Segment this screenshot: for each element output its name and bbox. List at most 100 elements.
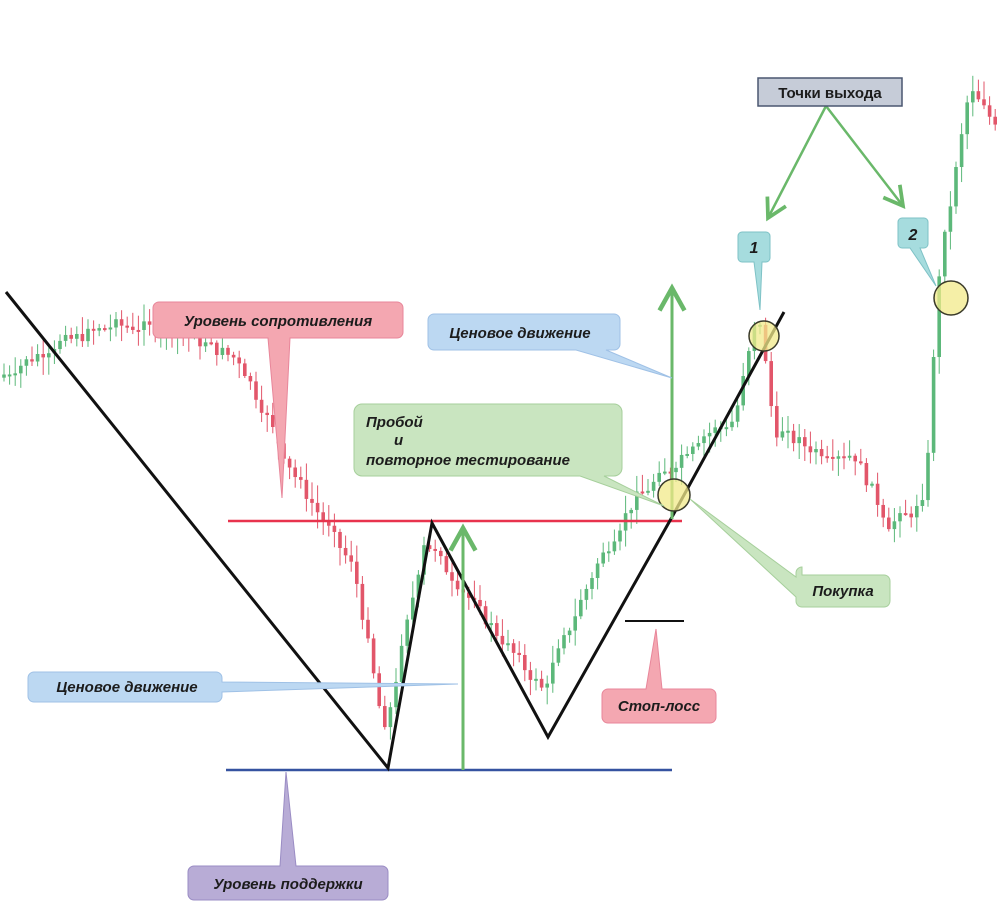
candle-body-71: [399, 645, 404, 682]
candle-body-150: [842, 456, 846, 459]
candle-body-14: [80, 333, 85, 342]
candle-body-165: [926, 452, 930, 501]
candle-body-100: [562, 635, 566, 649]
candle-body-80: [450, 572, 454, 581]
candle-body-163: [915, 505, 919, 518]
candle-body-59: [332, 525, 337, 532]
candle-body-113: [635, 491, 639, 510]
candle-body-123: [691, 446, 695, 454]
candle-body-81: [455, 580, 460, 590]
breakout-retest-callout: Пробой и повторное тестирование: [353, 403, 665, 507]
candle-body-35: [198, 334, 202, 347]
candle-body-62: [349, 555, 353, 562]
candle-body-11: [63, 334, 68, 341]
candle-body-130: [730, 421, 734, 428]
candle-body-79: [444, 556, 449, 573]
candle-body-48: [271, 415, 275, 428]
candle-body-92: [517, 652, 521, 655]
candle-body-57: [321, 512, 325, 522]
candle-body-86: [483, 606, 488, 625]
breakout-line-1: Пробой: [366, 414, 423, 431]
candle-body-106: [595, 563, 600, 579]
candle-body-115: [646, 490, 650, 493]
candle-body-3: [19, 365, 23, 374]
candle-body-120: [674, 467, 678, 473]
candle-body-96: [539, 678, 544, 688]
candle-body-125: [702, 436, 706, 444]
candle-body-53: [299, 477, 303, 480]
candle-body-133: [747, 351, 751, 377]
candle-body-161: [903, 513, 908, 516]
candle-body-95: [534, 678, 538, 681]
candle-body-177: [993, 116, 997, 125]
candle-body-47: [265, 412, 269, 416]
candle-body-43: [243, 363, 247, 377]
candle-body-110: [618, 530, 622, 542]
candle-body-55: [310, 498, 314, 503]
candle-body-162: [909, 513, 913, 518]
candle-body-156: [875, 483, 880, 505]
candle-body-170: [954, 167, 958, 207]
candle-body-23: [131, 326, 135, 330]
candle-body-8: [47, 353, 51, 358]
candle-body-72: [405, 619, 409, 646]
candle-body-139: [780, 431, 785, 438]
candle-body-121: [679, 454, 684, 468]
candle-body-126: [707, 432, 712, 437]
candle-body-73: [411, 597, 415, 620]
support-text: Уровень поддержки: [213, 876, 362, 893]
candle-body-146: [819, 449, 824, 457]
candle-body-90: [506, 643, 510, 646]
candle-body-99: [556, 648, 561, 663]
candle-body-65: [366, 619, 370, 639]
candle-body-60: [338, 531, 342, 548]
candle-body-174: [976, 91, 981, 100]
candle-body-68: [383, 706, 387, 728]
candle-body-142: [797, 437, 801, 444]
candle-body-66: [371, 638, 376, 674]
candle-body-147: [825, 456, 829, 459]
candle-body-116: [651, 481, 656, 491]
exit-points-text: Точки выхода: [778, 85, 882, 102]
exit-points-callout: Точки выхода: [757, 77, 903, 107]
candle-body-175: [982, 99, 986, 106]
candle-body-45: [254, 381, 258, 400]
candle-body-176: [987, 105, 992, 117]
candle-body-157: [881, 504, 885, 518]
candle-body-154: [864, 463, 869, 486]
candle-body-98: [551, 662, 555, 684]
candle-body-132: [741, 376, 745, 406]
candle-body-61: [343, 547, 348, 556]
candle-body-26: [147, 321, 152, 325]
candle-body-138: [775, 406, 779, 438]
candle-body-0: [2, 374, 6, 378]
exit-point-2-circle: [933, 280, 969, 316]
candle-body-88: [495, 623, 499, 636]
price-move-bottom-callout: Ценовое движение: [27, 671, 459, 703]
support-callout: Уровень поддержки: [187, 771, 389, 901]
candle-body-172: [965, 102, 969, 135]
candle-body-119: [668, 471, 673, 474]
candle-body-41: [231, 354, 236, 358]
candle-body-1: [7, 374, 12, 377]
candle-body-149: [836, 456, 841, 459]
candle-body-77: [433, 548, 437, 551]
candle-body-85: [478, 599, 482, 607]
candle-body-6: [35, 354, 40, 362]
breakout-retest-circle: [657, 478, 691, 512]
candle-body-112: [629, 509, 633, 514]
candle-body-17: [97, 328, 101, 331]
candle-body-40: [226, 347, 230, 355]
candle-body-117: [657, 472, 661, 482]
candle-body-15: [86, 328, 90, 342]
candle-body-36: [203, 342, 208, 347]
candle-body-87: [489, 623, 493, 626]
exit-1-callout: 1: [737, 231, 771, 311]
exit-arrow-1: [765, 105, 828, 222]
candle-body-63: [355, 561, 359, 584]
candle-body-2: [13, 373, 17, 376]
candle-body-101: [567, 630, 572, 636]
candle-body-141: [791, 430, 796, 444]
candle-body-42: [237, 357, 241, 364]
